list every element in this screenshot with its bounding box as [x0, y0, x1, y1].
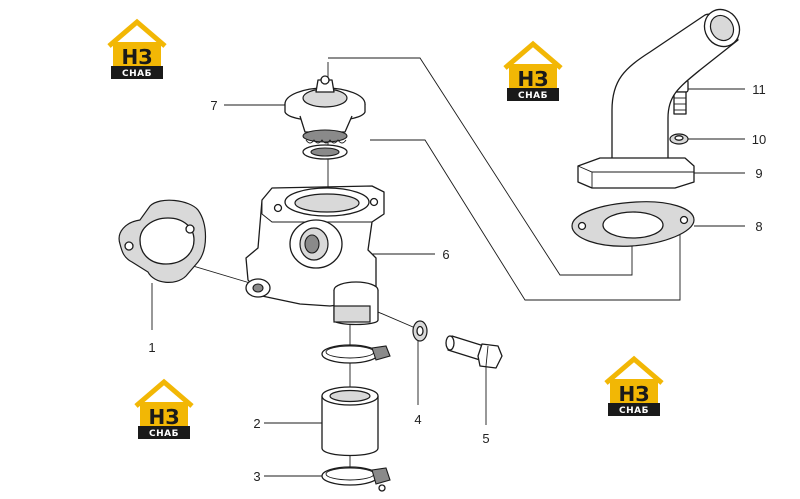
part-10-washer: [669, 133, 689, 145]
watermark-text-bottom: СНАБ: [149, 429, 179, 439]
watermark-logo: НЗ СНАБ: [109, 22, 165, 79]
part-4-washer: [412, 320, 428, 342]
part-3-hose-clamp-upper: [321, 344, 391, 364]
watermark-logo: НЗ СНАБ: [505, 44, 561, 101]
watermark-text-bottom: СНАБ: [619, 406, 649, 416]
part-5-bolt: [445, 335, 503, 369]
part-3-hose-clamp-lower: [321, 466, 391, 492]
watermark-text-top: НЗ: [619, 382, 650, 406]
callout-leaders: [151, 88, 745, 477]
callout-labels: 1 2 3 4 5 6 7 8 9 10 11: [148, 82, 766, 484]
watermark-text-top: НЗ: [518, 67, 549, 91]
callout-10: 10: [752, 132, 766, 147]
callout-1: 1: [148, 340, 155, 355]
watermark-text-bottom: СНАБ: [122, 69, 152, 79]
part-9-outlet-pipe: [577, 8, 741, 189]
callout-4: 4: [414, 412, 421, 427]
watermark-text-bottom: СНАБ: [518, 91, 548, 101]
watermark-text-top: НЗ: [122, 45, 153, 69]
callout-7: 7: [210, 98, 217, 113]
part-6-thermostat-housing: [245, 185, 385, 326]
part-2-hose: [321, 386, 379, 457]
callout-2: 2: [253, 416, 260, 431]
watermark-text-top: НЗ: [149, 405, 180, 429]
part-8-gasket: [571, 201, 695, 247]
watermark-logo: НЗ СНАБ: [136, 382, 192, 439]
callout-6: 6: [442, 247, 449, 262]
callout-11: 11: [752, 82, 766, 97]
part-1-gasket: [118, 199, 207, 283]
part-7-thermostat: [284, 75, 366, 160]
callout-8: 8: [755, 219, 762, 234]
callout-9: 9: [755, 166, 762, 181]
callout-5: 5: [482, 431, 489, 446]
assembly-guide-lines: [125, 57, 681, 478]
watermark-logo: НЗ СНАБ: [606, 359, 662, 416]
callout-3: 3: [253, 469, 260, 484]
